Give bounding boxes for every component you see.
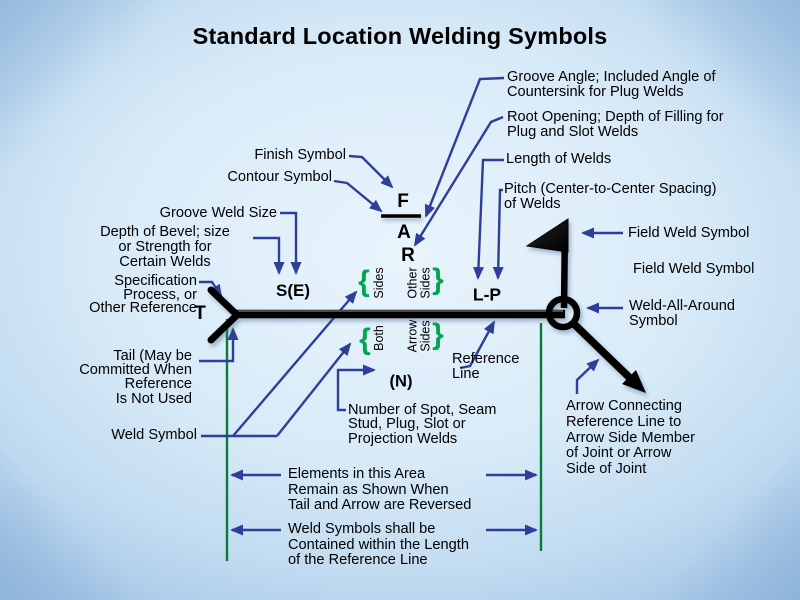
label-length-of-welds: Length of Welds (506, 151, 612, 167)
connector-weld-symbol-lower (276, 342, 352, 437)
connector-number-of-welds (336, 364, 376, 412)
label-field-weld-symbol-2: Field Weld Symbol (633, 261, 755, 277)
connector-depth-of-bevel (253, 236, 285, 275)
symbol-number-n: (N) (389, 372, 413, 391)
below-brace-close: } (432, 318, 444, 351)
above-brace-open: { (358, 265, 370, 298)
connector-contour-symbol (333, 179, 383, 213)
below-arrow-sides-label: Arrow Sides (405, 319, 433, 353)
label-root-opening: Root Opening; Depth of Filling for Plug … (507, 109, 724, 140)
above-other-sides-label: Other Sides (405, 267, 433, 299)
connector-reference-line (459, 320, 496, 370)
tail-fork (207, 286, 241, 344)
label-number-of-welds: Number of Spot, Seam Stud, Plug, Slot or… (348, 402, 497, 447)
connector-finish-symbol (348, 154, 394, 189)
field-weld-flag (525, 218, 569, 253)
label-finish-symbol: Finish Symbol (254, 147, 346, 163)
label-groove-weld-size: Groove Weld Size (159, 205, 277, 221)
weld-all-around-circle (545, 295, 581, 331)
label-groove-angle: Groove Angle; Included Angle of Counters… (507, 69, 716, 100)
label-pitch: Pitch (Center-to-Center Spacing) of Weld… (504, 181, 717, 212)
label-tail: Tail (May be Committed When Reference Is… (79, 348, 192, 407)
above-sides-label: Sides (371, 267, 386, 299)
connector-arrow-connecting (575, 358, 600, 394)
label-elements-area: Elements in this Area Remain as Shown Wh… (288, 466, 472, 513)
below-both-label: Both (371, 325, 386, 351)
connector-specification (199, 280, 223, 298)
symbol-tail-letter: T (194, 303, 206, 324)
label-arrow-connecting: Arrow Connecting Reference Line to Arrow… (566, 398, 695, 478)
arrow-head (622, 370, 646, 393)
arrow-line (570, 320, 634, 382)
blue-connectors (199, 76, 623, 536)
page-title: Standard Location Welding Symbols (192, 23, 608, 49)
connector-tail (199, 327, 239, 363)
connector-pitch (492, 188, 504, 280)
label-reference-line: Reference Line (452, 351, 520, 382)
label-field-weld-symbol-1: Field Weld Symbol (628, 225, 750, 241)
connector-root-opening (413, 115, 504, 247)
symbol-root-r: R (401, 245, 415, 266)
boundary-lines (225, 319, 543, 561)
label-depth-of-bevel: Depth of Bevel; size or Strength for Cer… (100, 224, 230, 270)
connector-groove-angle (424, 76, 505, 218)
label-weld-symbol: Weld Symbol (111, 427, 197, 443)
label-specification: Specification Process, or Other Referenc… (89, 273, 197, 317)
connector-length-of-welds (472, 158, 504, 280)
symbol-length-pitch: L-P (472, 284, 502, 305)
symbol-size-strength: S(E) (276, 281, 310, 300)
connector-groove-weld-size (280, 211, 302, 275)
label-weld-all-around: Weld-All-Around Symbol (629, 298, 735, 329)
label-weld-symbols-contained: Weld Symbols shall be Contained within t… (288, 521, 469, 568)
above-brace-close: } (432, 263, 444, 296)
label-contour-symbol: Contour Symbol (227, 169, 332, 185)
weld-symbol-graphics (207, 214, 646, 393)
below-brace-open: { (359, 323, 371, 356)
symbol-angle-a: A (397, 222, 411, 243)
symbol-finish-f: F (397, 191, 409, 212)
